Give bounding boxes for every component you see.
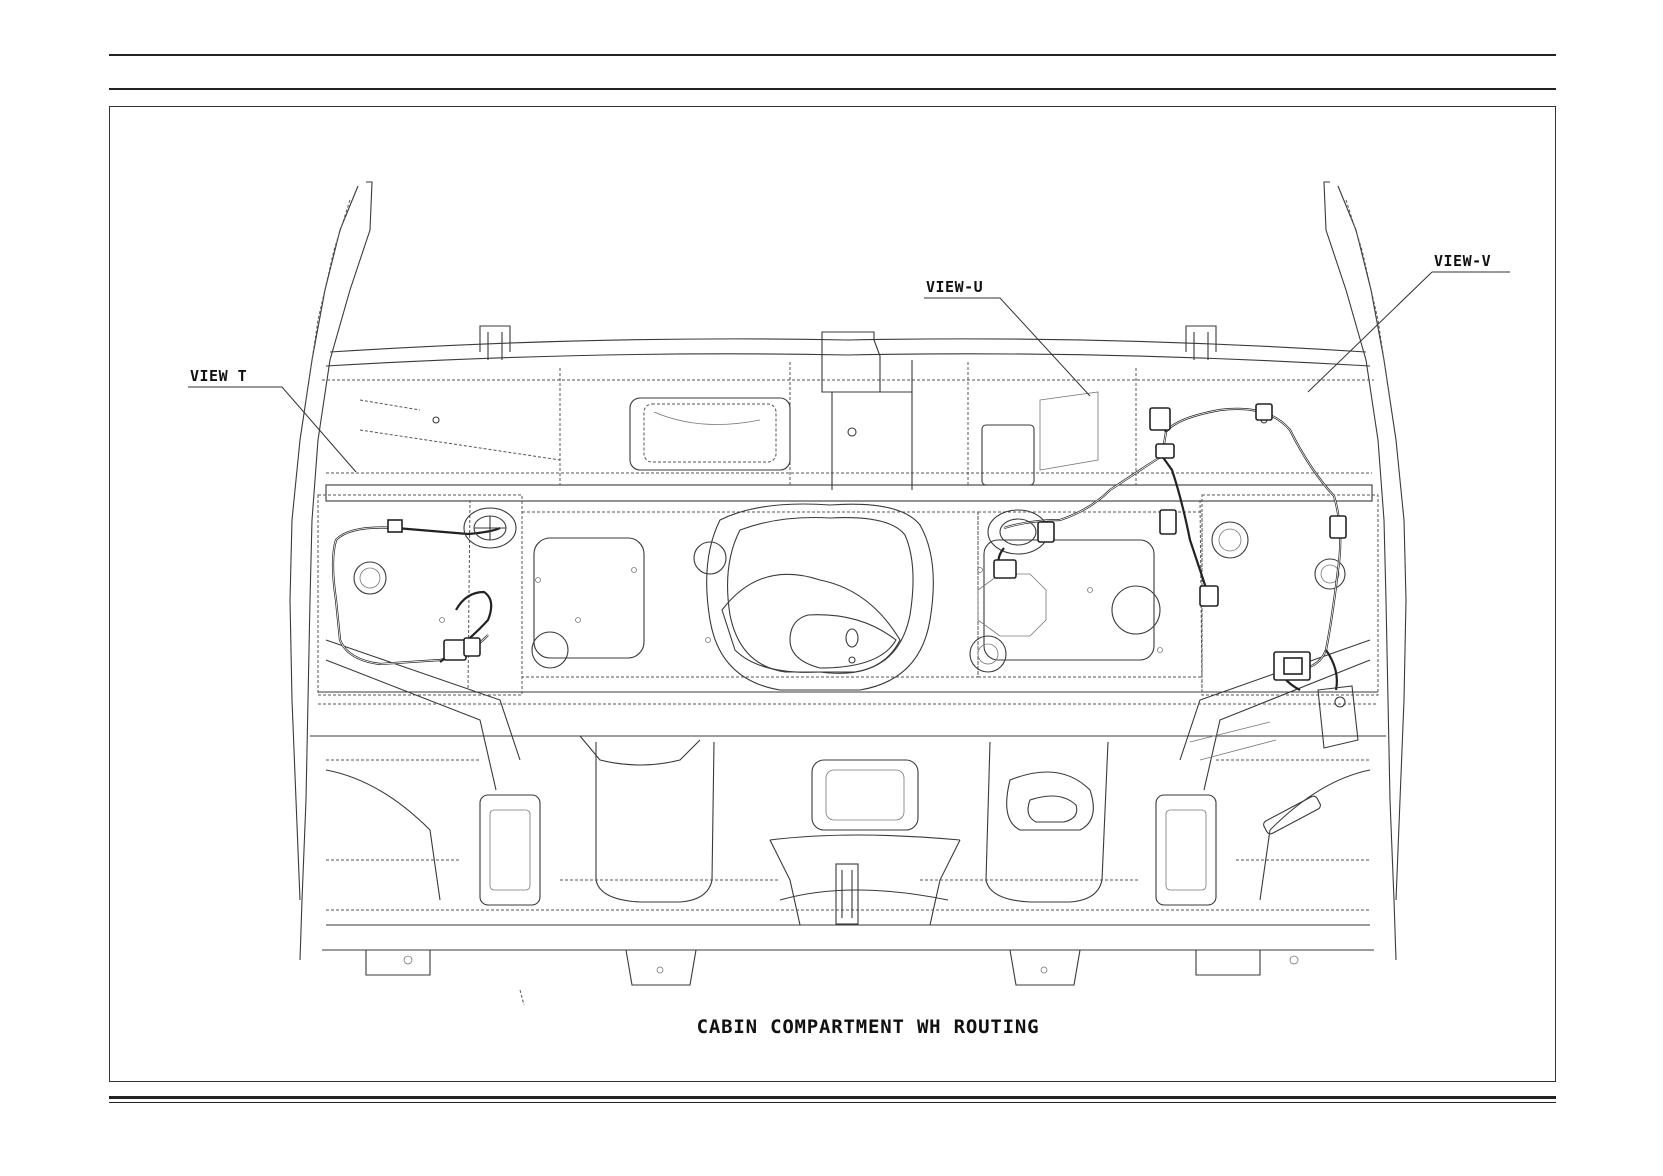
callout-label-view-v: VIEW-V [1434,252,1491,270]
front-floor [325,735,1371,974]
header-rule-top [109,54,1556,56]
callout-view-v: VIEW-V [1307,252,1510,393]
body-outline [289,181,1407,1006]
header-rule-bottom [109,88,1556,90]
footer-rule-thin [109,1102,1556,1103]
callout-label-view-t: VIEW T [190,367,247,385]
callout-view-u: VIEW-U [924,278,1091,397]
callout-label-view-u: VIEW-U [926,278,983,296]
drawing-frame [109,106,1556,1082]
drawing-caption: CABIN COMPARTMENT WH ROUTING [697,1016,1040,1038]
floor-panel [317,494,1379,791]
wiring-harness [331,403,1359,761]
footer-rule-thick [109,1096,1556,1099]
callout-view-t: VIEW T [188,367,357,473]
